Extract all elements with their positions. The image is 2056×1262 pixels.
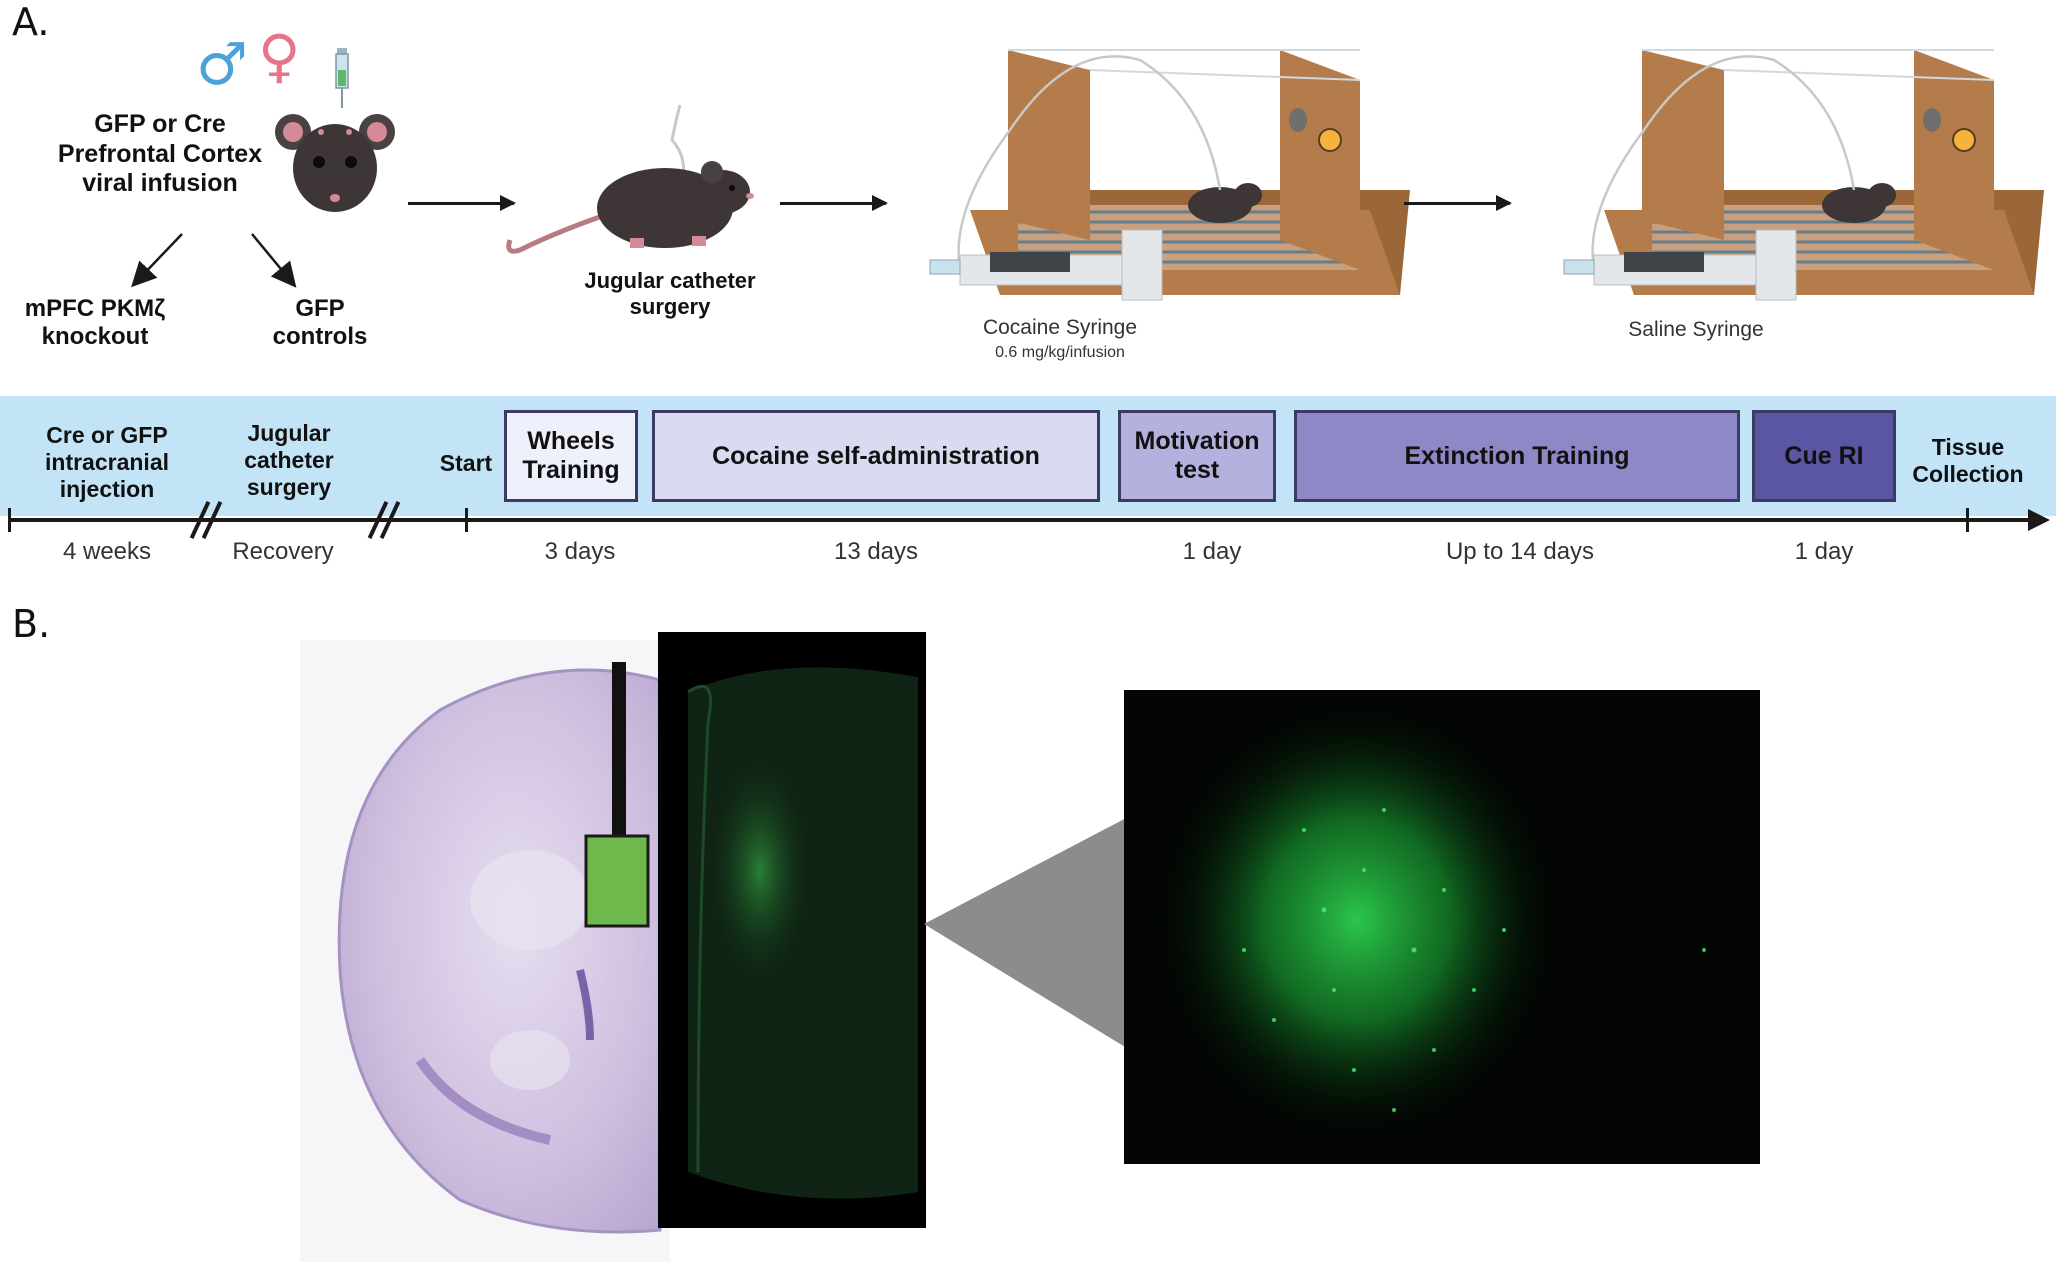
- timeline-tick-end: [1966, 508, 1969, 532]
- timeline-axis: [8, 518, 2032, 522]
- infusion-label: GFP or Cre Prefrontal Cortex viral infus…: [57, 110, 263, 197]
- panel-a-letter: A.: [12, 0, 50, 44]
- phase-extinction-label: Extinction Training: [1404, 441, 1630, 470]
- flow-arrow-1: [408, 195, 516, 211]
- flow-arrow-3: [1404, 195, 1512, 211]
- cocaine-syringe-label: Cocaine Syringe: [982, 316, 1138, 339]
- gfp-brain-section: [658, 632, 926, 1228]
- timeline-tick-day0: [465, 508, 468, 532]
- branch-control-label: GFP controls: [272, 295, 368, 351]
- duration-motivation: 1 day: [1182, 538, 1242, 565]
- flow-arrow-2: [780, 195, 888, 211]
- male-symbol-icon: ♂: [196, 30, 248, 98]
- mouse-body-icon: [506, 104, 754, 254]
- duration-wheels: 3 days: [544, 538, 616, 565]
- phase-extinction: Extinction Training: [1294, 410, 1740, 502]
- female-symbol-icon: ♀: [258, 22, 301, 90]
- gfp-magnified-image: [1124, 690, 1760, 1164]
- phase-cue-ri: Cue RI: [1752, 410, 1896, 502]
- phase-wheels-training: Wheels Training: [504, 410, 638, 502]
- phase-motivation-label: Motivation test: [1134, 427, 1260, 484]
- duration-4-weeks: 4 weeks: [62, 538, 152, 565]
- duration-cue-ri: 1 day: [1794, 538, 1854, 565]
- duration-cocaine: 13 days: [833, 538, 919, 565]
- catheter-label: Jugular catheter surgery: [584, 268, 756, 319]
- syringe-icon: [335, 48, 349, 108]
- timeline-tick-start: [8, 508, 11, 532]
- nissl-brain-section: [300, 640, 670, 1262]
- phase-wheels-label: Wheels Training: [522, 427, 620, 484]
- timeline-pre-injection: Cre or GFP intracranial injection: [45, 422, 169, 503]
- branch-knockout-label: mPFC PKMζ knockout: [24, 295, 166, 351]
- timeline-pre-surgery: Jugular catheter surgery: [244, 420, 334, 501]
- phase-cue-ri-label: Cue RI: [1784, 441, 1864, 470]
- cocaine-dose-label: 0.6 mg/kg/infusion: [995, 344, 1125, 361]
- branch-arrows: [131, 233, 297, 288]
- saline-syringe-label: Saline Syringe: [1628, 318, 1764, 341]
- duration-extinction: Up to 14 days: [1445, 538, 1595, 565]
- timeline-end-tissue: Tissue Collection: [1912, 434, 2024, 488]
- phase-cocaine-label: Cocaine self-administration: [712, 441, 1040, 470]
- mouse-head-icon: [275, 114, 395, 212]
- duration-recovery: Recovery: [232, 538, 334, 565]
- panel-b-letter: B.: [12, 602, 51, 646]
- timeline-start: Start: [439, 450, 493, 476]
- operant-chamber-saline: [1563, 49, 2044, 301]
- timeline-axis-arrowhead: [2028, 509, 2050, 531]
- zoom-wedge: [924, 816, 1130, 1050]
- operant-chamber-cocaine: [929, 49, 1410, 301]
- phase-cocaine-sa: Cocaine self-administration: [652, 410, 1100, 502]
- phase-motivation-test: Motivation test: [1118, 410, 1276, 502]
